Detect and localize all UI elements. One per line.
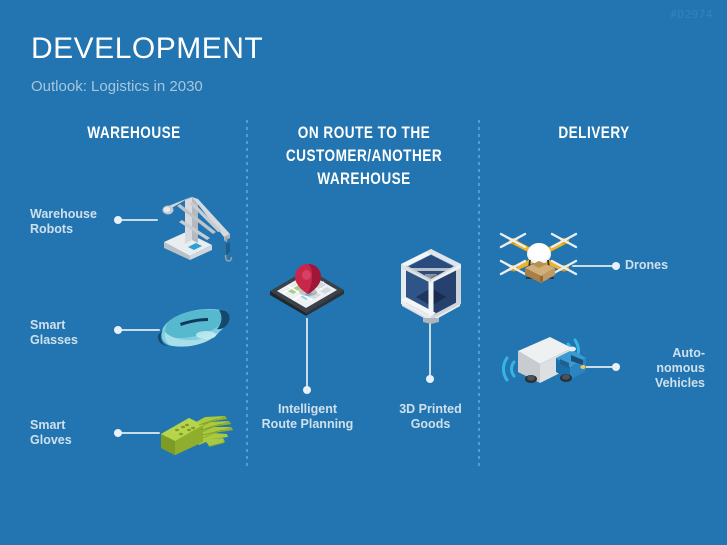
leader-line-printed-goods — [429, 320, 431, 380]
item-label-printed-goods: 3D Printed Goods — [378, 402, 483, 432]
column-heading-delivery: DELIVERY — [558, 123, 630, 142]
robot-arm-icon — [152, 182, 242, 262]
leader-line-warehouse-robots — [118, 219, 158, 221]
item-label-route-planning: Intelligent Route Planning — [250, 402, 365, 432]
item-label-autonomous-line2: nomous — [656, 361, 705, 375]
leader-dot-printed-goods — [426, 375, 434, 383]
column-heading-onroute-line2: CUSTOMER/ANOTHER — [285, 146, 443, 165]
item-label-autonomous-line1: Auto- — [672, 346, 705, 360]
item-label-printed-goods-line1: 3D Printed — [399, 402, 462, 416]
leader-dot-drones — [612, 262, 620, 270]
column-heading-onroute: ON ROUTE TO THE CUSTOMER/ANOTHER WAREHOU… — [284, 121, 444, 190]
smart-glove-icon — [155, 404, 241, 458]
item-label-smart-gloves-line1: Smart — [30, 418, 66, 432]
delivery-drone-icon — [498, 228, 580, 288]
leader-dot-smart-gloves — [114, 429, 122, 437]
page-subtitle: Outlook: Logistics in 2030 — [31, 78, 203, 95]
leader-line-smart-glasses — [118, 329, 160, 331]
item-label-autonomous-vehicles: Auto- nomous Vehicles — [612, 346, 705, 391]
column-divider-right — [478, 120, 480, 466]
column-heading-warehouse: WAREHOUSE — [87, 123, 181, 142]
item-label-autonomous-line3: Vehicles — [654, 376, 705, 390]
item-label-route-planning-line2: Route Planning — [261, 417, 354, 431]
item-label-smart-gloves-line2: Gloves — [30, 433, 72, 447]
column-heading-onroute-line1: ON ROUTE TO THE — [297, 123, 431, 142]
leader-dot-smart-glasses — [114, 326, 122, 334]
leader-line-autonomous — [572, 366, 614, 368]
smart-glasses-icon — [153, 304, 233, 356]
item-label-drones: Drones — [625, 258, 705, 273]
smartphone-map-pin-icon — [266, 258, 348, 322]
item-label-warehouse-robots-line2: Robots — [30, 222, 74, 236]
column-divider-left — [246, 120, 248, 466]
leader-line-drones — [572, 265, 614, 267]
item-label-smart-gloves: Smart Gloves — [30, 418, 125, 448]
leader-dot-warehouse-robots — [114, 216, 122, 224]
item-label-route-planning-line1: Intelligent — [277, 402, 338, 416]
item-label-warehouse-robots-line1: Warehouse — [30, 207, 97, 221]
item-label-printed-goods-line2: Goods — [410, 417, 451, 431]
page-title: DEVELOPMENT — [31, 32, 264, 65]
item-label-drones-line1: Drones — [625, 258, 669, 272]
item-label-warehouse-robots: Warehouse Robots — [30, 207, 125, 237]
autonomous-truck-icon — [498, 332, 590, 390]
leader-dot-route-planning — [303, 386, 311, 394]
item-label-smart-glasses-line2: Glasses — [30, 333, 78, 347]
item-label-smart-glasses-line1: Smart — [30, 318, 66, 332]
leader-dot-autonomous — [612, 363, 620, 371]
leader-line-smart-gloves — [118, 432, 160, 434]
item-label-smart-glasses: Smart Glasses — [30, 318, 125, 348]
column-heading-onroute-line3: WAREHOUSE — [317, 169, 411, 188]
leader-line-route-planning — [306, 318, 308, 390]
3d-printer-icon — [398, 249, 464, 324]
watermark-id: #D2974 — [670, 8, 713, 21]
